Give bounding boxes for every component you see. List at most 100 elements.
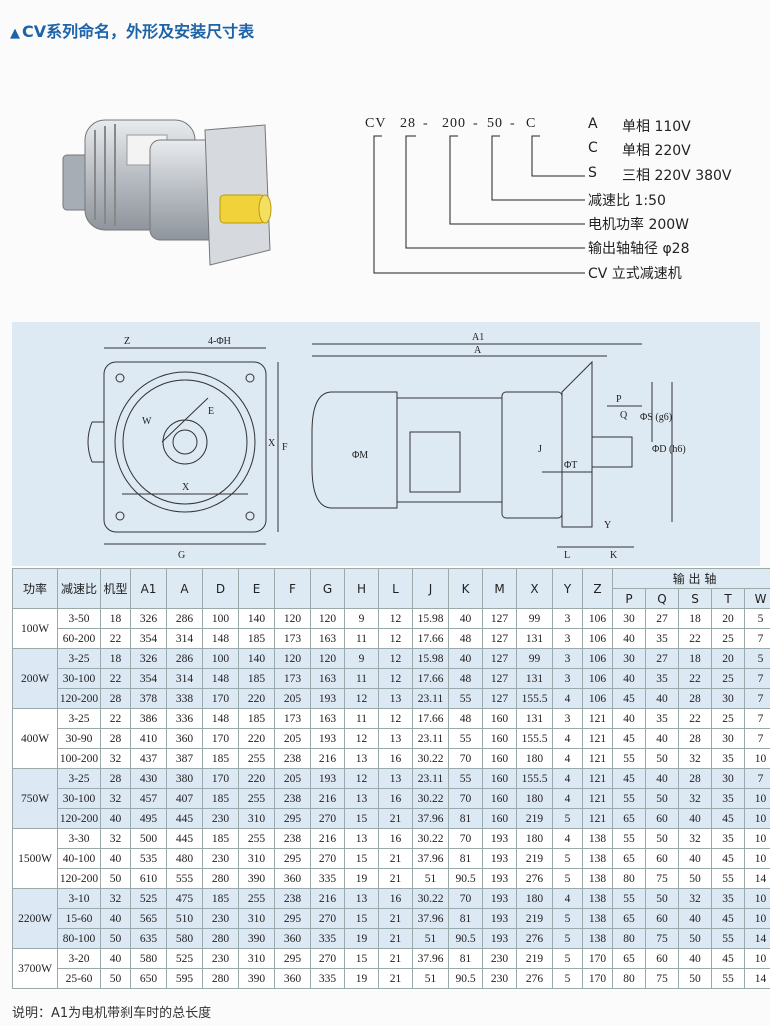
table-cell: 45 — [612, 728, 646, 749]
table-cell: 121 — [582, 808, 613, 829]
col-header: 功率 — [12, 568, 58, 609]
table-cell: 13 — [378, 688, 413, 709]
table-cell: 295 — [274, 808, 311, 829]
table-cell: 163 — [310, 708, 345, 729]
table-cell: 20 — [711, 608, 745, 629]
table-cell: 120-200 — [57, 868, 101, 889]
footnote: 说明：A1为电机带刹车时的总长度 — [12, 1006, 212, 1021]
shaft-col-header: P — [612, 588, 646, 609]
dim-label-j: J — [538, 444, 542, 455]
table-cell: 205 — [274, 688, 311, 709]
table-cell: 55 — [612, 748, 646, 769]
table-cell: 22 — [678, 628, 712, 649]
table-cell: 65 — [612, 908, 646, 929]
table-cell: 121 — [582, 728, 613, 749]
table-cell: 50 — [678, 968, 712, 989]
table-cell: 35 — [711, 888, 745, 909]
table-cell: 3-25 — [57, 708, 101, 729]
table-cell: 55 — [448, 728, 483, 749]
table-cell: 51 — [412, 928, 449, 949]
table-cell: 10 — [743, 828, 770, 849]
table-cell: 16 — [378, 828, 413, 849]
table-cell: 255 — [238, 828, 275, 849]
table-cell: 11 — [344, 668, 379, 689]
table-cell: 45 — [711, 948, 745, 969]
table-cell: 7 — [743, 768, 770, 789]
table-cell: 445 — [166, 828, 203, 849]
table-cell: 437 — [130, 748, 167, 769]
table-cell: 354 — [130, 628, 167, 649]
table-cell: 4 — [552, 688, 583, 709]
table-cell: 360 — [166, 728, 203, 749]
table-cell: 7 — [743, 668, 770, 689]
table-cell: 170 — [202, 728, 239, 749]
table-cell: 173 — [274, 668, 311, 689]
model-naming-diagram: CV 28 - 200 - 50 - C A 单相 110V C 单相 220V… — [360, 110, 760, 290]
table-cell: 255 — [238, 888, 275, 909]
table-cell: 336 — [166, 708, 203, 729]
table-cell: 280 — [202, 968, 239, 989]
table-cell: 81 — [448, 908, 483, 929]
table-cell: 30 — [711, 768, 745, 789]
table-cell: 5 — [743, 608, 770, 629]
table-cell: 193 — [482, 848, 517, 869]
dim-label-h: 4-ΦH — [208, 336, 231, 347]
power-cell: 3700W — [12, 948, 58, 989]
table-cell: 12 — [344, 728, 379, 749]
table-cell: 276 — [516, 968, 553, 989]
table-cell: 51 — [412, 968, 449, 989]
table-cell: 238 — [274, 748, 311, 769]
table-cell: 193 — [482, 908, 517, 929]
table-cell: 70 — [448, 828, 483, 849]
table-cell: 80-100 — [57, 928, 101, 949]
table-cell: 390 — [238, 928, 275, 949]
code-shaft: 28 — [400, 116, 416, 131]
table-cell: 387 — [166, 748, 203, 769]
table-cell: 18 — [678, 648, 712, 669]
col-header: J — [412, 568, 449, 609]
code-dash: - — [473, 116, 479, 131]
table-cell: 180 — [516, 748, 553, 769]
table-cell: 30.22 — [412, 888, 449, 909]
table-cell: 90.5 — [448, 928, 483, 949]
table-cell: 13 — [344, 748, 379, 769]
table-cell: 22 — [100, 668, 131, 689]
table-cell: 4 — [552, 748, 583, 769]
table-cell: 32 — [100, 888, 131, 909]
table-cell: 148 — [202, 628, 239, 649]
table-cell: 30.22 — [412, 788, 449, 809]
table-cell: 80 — [612, 868, 646, 889]
table-cell: 445 — [166, 808, 203, 829]
voltage-desc: 单相 110V — [622, 119, 691, 135]
table-cell: 3-50 — [57, 608, 101, 629]
table-cell: 16 — [378, 788, 413, 809]
table-cell: 535 — [130, 848, 167, 869]
table-cell: 216 — [310, 788, 345, 809]
table-cell: 255 — [238, 748, 275, 769]
table-cell: 555 — [166, 868, 203, 889]
table-cell: 160 — [482, 728, 517, 749]
table-cell: 32 — [678, 748, 712, 769]
table-cell: 216 — [310, 828, 345, 849]
table-cell: 40 — [448, 608, 483, 629]
table-cell: 35 — [711, 748, 745, 769]
table-cell: 193 — [310, 728, 345, 749]
table-cell: 55 — [612, 888, 646, 909]
table-cell: 410 — [130, 728, 167, 749]
power-label: 电机功率 200W — [588, 217, 690, 233]
table-cell: 3 — [552, 668, 583, 689]
dim-label-k: K — [610, 550, 618, 561]
table-cell: 314 — [166, 628, 203, 649]
table-cell: 4 — [552, 728, 583, 749]
table-cell: 120-200 — [57, 808, 101, 829]
table-cell: 5 — [552, 808, 583, 829]
power-cell: 400W — [12, 708, 58, 769]
table-cell: 138 — [582, 868, 613, 889]
col-header: 机型 — [100, 568, 131, 609]
table-cell: 5 — [552, 868, 583, 889]
col-header: D — [202, 568, 239, 609]
table-cell: 3 — [552, 708, 583, 729]
